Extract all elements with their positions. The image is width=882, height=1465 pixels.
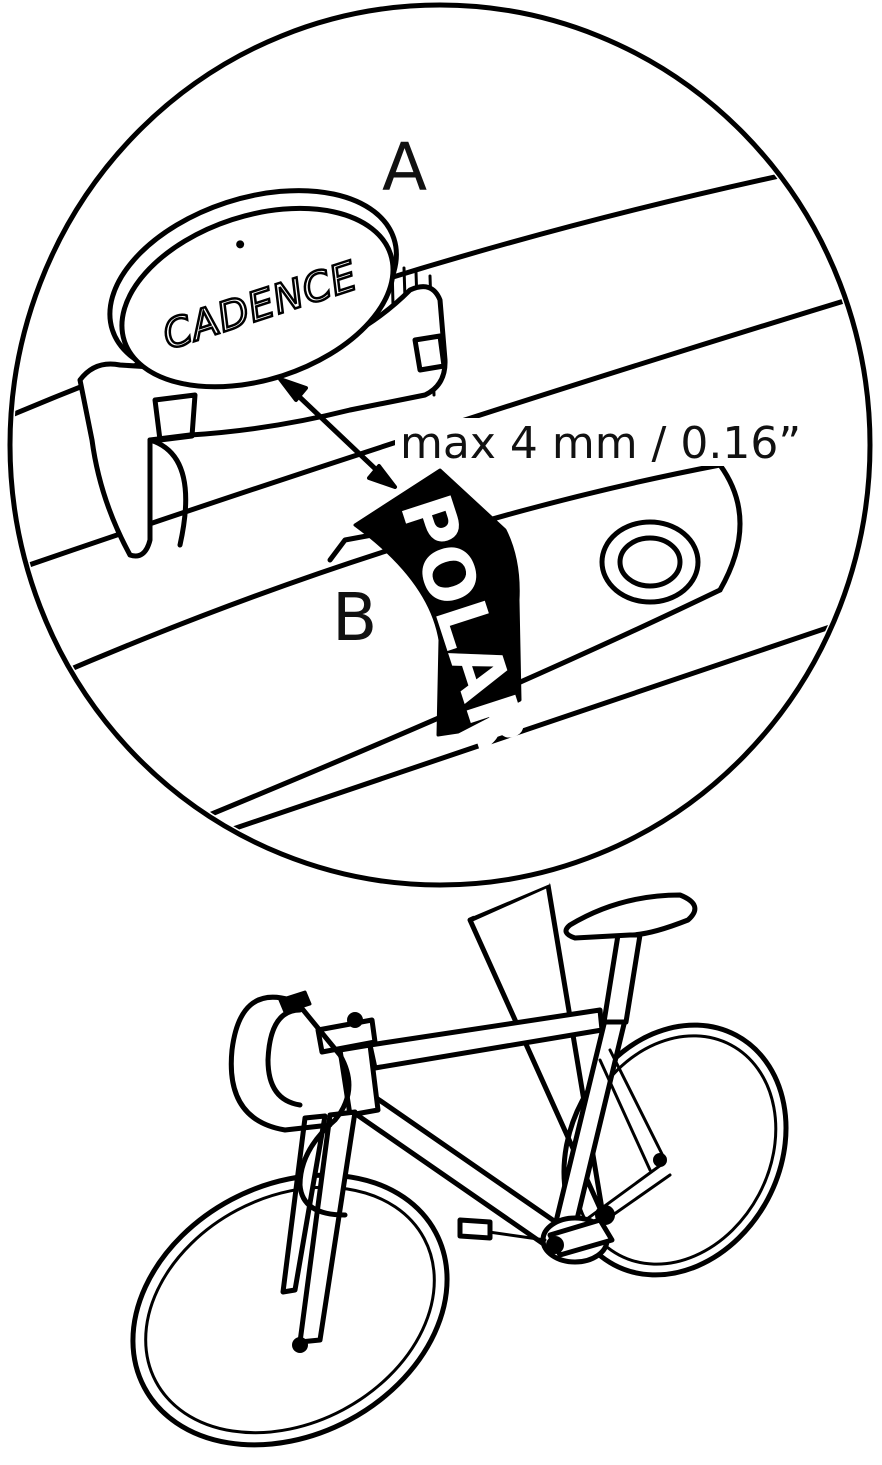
distance-arrow [278,377,397,489]
sensor-label-a: A [382,129,427,206]
distance-label: max 4 mm / 0.16” [400,418,801,469]
cadence-sensor: CADENCE [77,188,448,559]
rear-wheel [561,1022,789,1278]
front-wheel [130,1172,450,1448]
saddle [563,892,698,941]
bicycle [130,892,789,1448]
crankset [457,1153,667,1265]
crank-arm [14,462,866,881]
magnet-label-b: B [332,579,377,656]
crank-bolt [599,519,701,605]
handlebar [228,994,352,1218]
bike-frame [280,932,672,1353]
